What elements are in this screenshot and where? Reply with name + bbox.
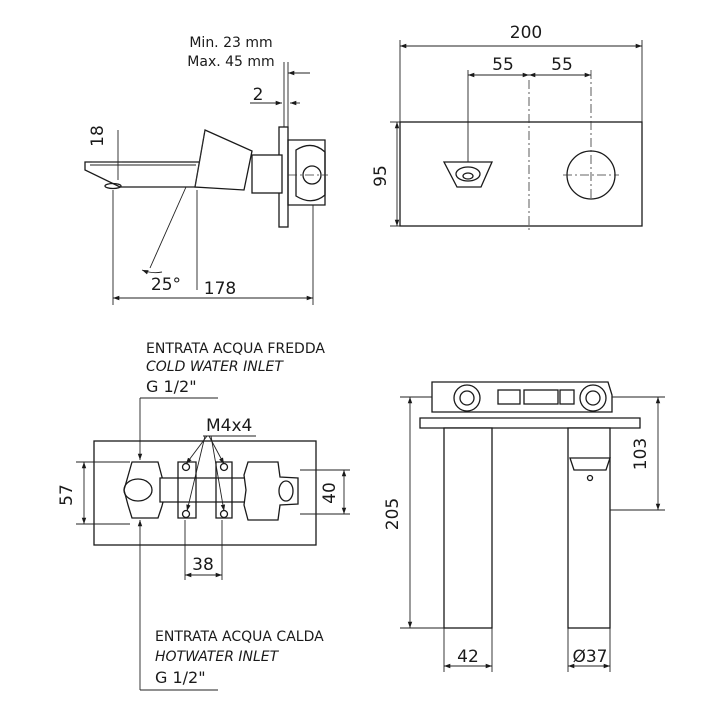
hot-label-it: ENTRATA ACQUA CALDA [155,629,324,645]
dim-front-right-text: 55 [551,55,573,75]
dim-top-spout-width-text: 42 [457,647,479,667]
front-spout [442,161,493,188]
dim-top-spout-height-text: 103 [631,438,651,470]
dim-front-height-text: 95 [371,165,391,187]
dim-angle-text: 25° [151,275,181,295]
dim-top-handle-dia-text: Ø37 [572,647,607,667]
dim-plate-text: 2 [253,85,264,105]
wall-max-text: Max. 45 mm [187,54,274,70]
dim-front-width-text: 200 [510,23,542,43]
front-cover-plate [399,121,643,227]
dim-body-height-text: 57 [57,484,77,506]
side-valve-body [287,139,326,206]
hot-label-en: HOTWATER INLET [155,649,280,665]
cold-thread-label: G 1/2" [146,377,197,396]
side-lever [194,129,253,191]
dim-top-depth-text: 205 [383,498,403,530]
top-spout [443,427,493,629]
dim-body-spacing-text: 38 [192,555,214,575]
top-cover-plate [419,417,641,429]
body-mount-plate [93,440,317,546]
dim-side-length-text: 178 [204,279,236,299]
side-neck [251,154,283,194]
screws-label: M4x4 [206,416,252,436]
cold-label-it: ENTRATA ACQUA FREDDA [146,341,325,357]
side-view [84,62,328,305]
body-hot-inlet [243,461,299,521]
cold-label-en: COLD WATER INLET [146,359,284,375]
hot-thread-label: G 1/2" [155,668,206,687]
side-spout [84,161,201,188]
body-view [76,397,350,691]
wall-min-text: Min. 23 mm [189,35,272,51]
dim-body-inner-text: 40 [320,482,340,504]
front-view [390,40,643,230]
dim-side-height-text: 18 [88,125,108,147]
dim-front-left-text: 55 [492,55,514,75]
top-view [400,381,665,672]
